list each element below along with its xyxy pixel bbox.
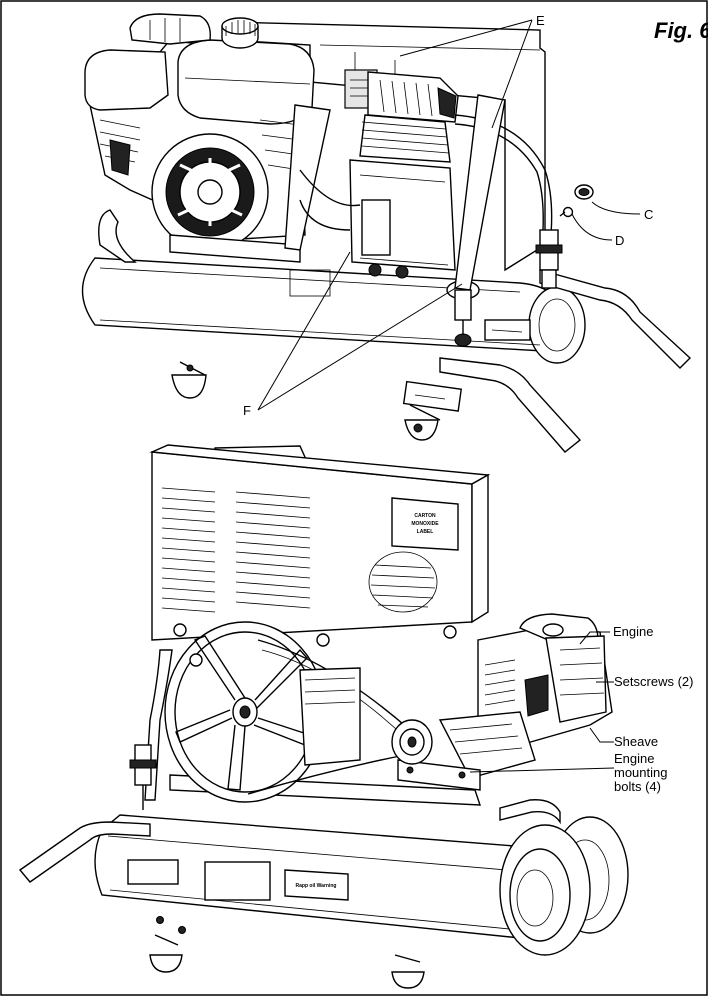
top-pump-head bbox=[367, 71, 459, 123]
bottom-shroud-grille-left bbox=[161, 487, 216, 613]
leader-e-2 bbox=[491, 19, 533, 129]
carbon-monoxide-label bbox=[391, 497, 459, 551]
tank-warning-text: Rapp oil Warning bbox=[296, 883, 337, 889]
leader-f-2 bbox=[257, 283, 463, 411]
bottom-foot-left bbox=[149, 954, 183, 973]
bottom-shroud-round-vent bbox=[368, 551, 438, 613]
carbon-label-line-3: LABEL bbox=[417, 529, 434, 535]
label-mounting-line-1: Engine bbox=[614, 751, 654, 766]
top-air-filter bbox=[84, 49, 169, 111]
top-engine-base bbox=[169, 234, 301, 263]
leader-c bbox=[591, 201, 641, 215]
label-setscrews: Setscrews (2) bbox=[614, 674, 693, 689]
top-rear-handle bbox=[439, 357, 582, 453]
top-foot-left bbox=[171, 374, 207, 399]
bottom-wheel-front bbox=[499, 824, 591, 956]
label-sheave: Sheave bbox=[614, 734, 658, 749]
top-strut-right bbox=[454, 94, 506, 291]
bottom-tank-decal-left bbox=[127, 859, 179, 885]
bottom-shroud-hole-3 bbox=[443, 625, 457, 639]
label-mounting-line-2: mounting bbox=[614, 765, 667, 780]
label-mounting-line-3: bolts (4) bbox=[614, 779, 661, 794]
callout-f: F bbox=[243, 403, 251, 418]
top-tank-endcap bbox=[528, 286, 586, 364]
leader-d bbox=[571, 213, 613, 241]
bottom-air-tank: Rapp oil Warning bbox=[94, 814, 561, 939]
callout-c: C bbox=[644, 207, 653, 222]
bottom-belt-guard-shroud: CARTON MONOXIDE LABEL bbox=[149, 444, 491, 647]
top-strut-left bbox=[284, 104, 331, 251]
bottom-engine-sheave bbox=[391, 719, 433, 765]
top-tank-decal bbox=[484, 319, 531, 341]
bottom-shroud-hole-2 bbox=[316, 633, 330, 647]
bottom-tank-warning-decal bbox=[284, 869, 349, 901]
bottom-right-handle bbox=[499, 799, 561, 825]
top-compressor-illustration bbox=[81, 13, 692, 453]
carbon-label-line-1: CARTON bbox=[414, 513, 436, 519]
top-air-filter-cap bbox=[129, 13, 211, 45]
bottom-belt-lower bbox=[247, 754, 406, 795]
bottom-compressor-illustration: CARTON MONOXIDE LABEL Rapp oil Warning bbox=[18, 444, 629, 989]
bottom-shroud-hole-1 bbox=[173, 623, 187, 637]
part-d-screw bbox=[559, 206, 574, 218]
label-engine: Engine bbox=[613, 624, 653, 639]
bottom-engine-mount bbox=[397, 759, 481, 791]
bottom-shroud-grille-middle bbox=[235, 491, 311, 609]
bottom-engine bbox=[438, 613, 613, 779]
bottom-leader-lines bbox=[469, 631, 615, 773]
bottom-pump-body bbox=[299, 667, 361, 766]
callout-d: D bbox=[615, 233, 624, 248]
leader-sheave bbox=[589, 727, 614, 743]
leader-e-1 bbox=[399, 19, 533, 57]
leader-mounting bbox=[469, 767, 615, 773]
carbon-label-line-2: MONOXIDE bbox=[411, 521, 439, 527]
top-left-handle bbox=[98, 209, 137, 263]
top-check-valve bbox=[535, 229, 563, 289]
top-pump-cylinder bbox=[359, 114, 451, 163]
leader-f-1 bbox=[257, 251, 351, 411]
callout-e: E bbox=[536, 13, 545, 28]
part-c-washer bbox=[574, 184, 594, 200]
top-rear-decal bbox=[402, 380, 463, 412]
bottom-tank-decal-middle bbox=[204, 861, 271, 901]
bottom-left-handle bbox=[18, 821, 151, 883]
bottom-pump-flywheel bbox=[164, 621, 326, 803]
bottom-drain-valve bbox=[129, 744, 157, 810]
bottom-foot-right bbox=[391, 971, 425, 989]
leader-engine bbox=[579, 631, 610, 645]
figure-title: Fig. 6 bbox=[654, 18, 708, 43]
top-fuel-tank bbox=[177, 39, 315, 125]
top-leader-lines bbox=[257, 19, 641, 411]
